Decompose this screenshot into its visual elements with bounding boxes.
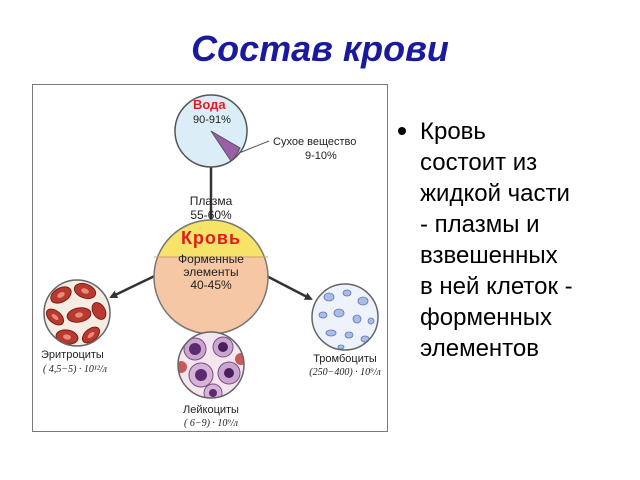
bullet-item: Кровь состоит из жидкой части - плазмы и… (420, 116, 630, 364)
thrombocytes-label: Тромбоциты (313, 353, 377, 365)
bullet-line: элементов (420, 335, 539, 362)
leukocytes-count: ( 6−9) · 10⁹/л (184, 418, 239, 429)
dry-matter-percent: 9-10% (305, 150, 337, 162)
erythrocytes-image (43, 279, 111, 347)
water-percent: 90-91% (193, 114, 231, 126)
plasma-label: Плазма (190, 194, 233, 208)
bullet-line: в ней клеток - (420, 273, 573, 300)
formed-elements-percent: 40-45% (190, 278, 232, 292)
thrombocytes-image (311, 283, 379, 351)
formed-elements-line2: элементы (183, 265, 238, 279)
erythrocytes-count: ( 4,5−5) · 10¹²/л (43, 364, 108, 375)
plasma-percent: 55-60% (190, 208, 232, 222)
bullet-line: взвешенных (420, 242, 558, 269)
bullet-line: состоит из (420, 149, 538, 176)
thrombocytes-count: (250−400) · 10⁹/л (309, 367, 381, 378)
dry-matter-label: Сухое вещество (273, 136, 356, 148)
blood-composition-diagram: Вода 90-91% Сухое вещество 9-10% Плазма … (32, 84, 388, 432)
leukocytes-image (177, 331, 245, 399)
blood-title: Кровь (181, 228, 241, 248)
bullet-line: - плазмы и (420, 211, 540, 238)
water-label: Вода (193, 97, 226, 112)
bullet-marker (398, 127, 406, 135)
water-pie (174, 94, 248, 168)
erythrocytes-label: Эритроциты (41, 349, 104, 361)
formed-elements-line1: Форменные (178, 252, 244, 266)
bullet-line: жидкой части (420, 180, 570, 207)
slide-title: Состав крови (191, 28, 449, 69)
bullet-line: форменных (420, 304, 553, 331)
leukocytes-label: Лейкоциты (183, 404, 239, 416)
dry-matter-leader (238, 140, 270, 154)
diagram-canvas: Вода 90-91% Сухое вещество 9-10% Плазма … (41, 94, 381, 429)
dry-matter-slice (210, 130, 241, 162)
bullet-line: Кровь (420, 118, 486, 145)
